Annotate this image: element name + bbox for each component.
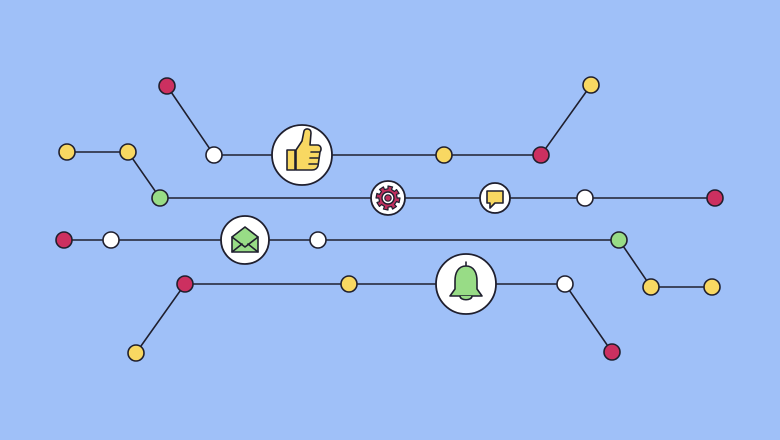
connection-lines	[64, 84, 715, 354]
nodes	[55, 76, 724, 362]
chat-bubble-icon	[486, 190, 504, 209]
node-yellow	[58, 143, 76, 161]
node-yellow	[119, 143, 137, 161]
node-red	[532, 146, 550, 164]
gear-icon	[375, 185, 401, 211]
node-white	[309, 231, 327, 249]
thumbs-up-node	[271, 124, 333, 186]
bell-node	[435, 253, 497, 315]
bell-icon	[449, 261, 483, 301]
node-green	[610, 231, 628, 249]
node-yellow	[642, 278, 660, 296]
node-yellow	[340, 275, 358, 293]
node-yellow	[703, 278, 721, 296]
node-white	[205, 146, 223, 164]
node-white	[576, 189, 594, 207]
node-white	[102, 231, 120, 249]
node-yellow	[127, 344, 145, 362]
node-yellow	[582, 76, 600, 94]
node-red	[706, 189, 724, 207]
line-top	[166, 84, 592, 156]
node-yellow	[435, 146, 453, 164]
line-middle	[64, 239, 712, 288]
chat-node	[479, 182, 511, 214]
node-red	[55, 231, 73, 249]
line-second	[67, 151, 715, 199]
gear-node	[370, 180, 406, 216]
thumbs-up-icon	[286, 128, 322, 171]
node-red	[176, 275, 194, 293]
envelope-icon	[231, 226, 259, 253]
node-red	[603, 343, 621, 361]
line-bottom	[135, 283, 613, 354]
node-red	[158, 77, 176, 95]
envelope-node	[220, 215, 270, 265]
node-green	[151, 189, 169, 207]
node-white	[556, 275, 574, 293]
